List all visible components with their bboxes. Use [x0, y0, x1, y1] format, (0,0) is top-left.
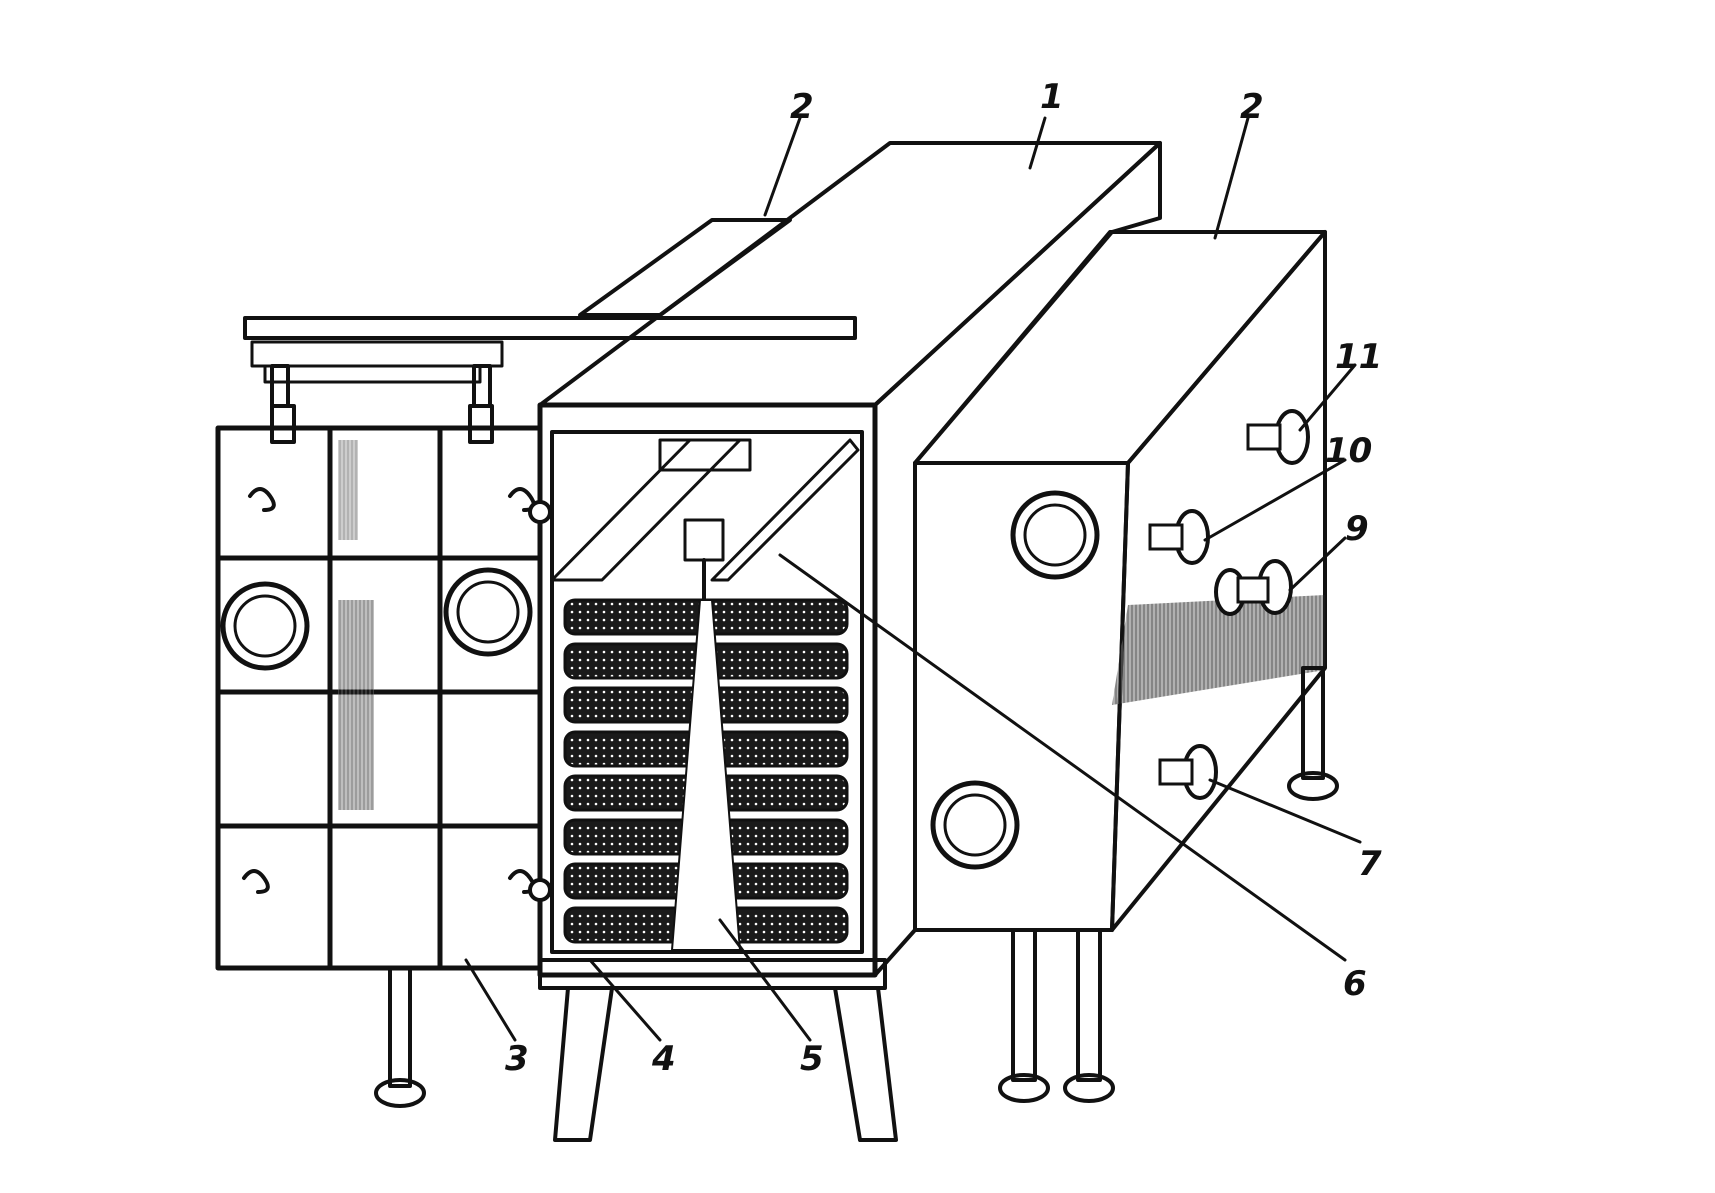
center-chamber	[537, 141, 1162, 1142]
callout-7: 7	[1358, 844, 1382, 884]
right-chamber-legs	[998, 666, 1339, 1103]
center-chamber-legs	[553, 986, 898, 1142]
porthole-upper-icon	[1010, 490, 1100, 580]
callout-2-right: 2	[1240, 87, 1264, 127]
fitting-7-icon	[1158, 744, 1218, 800]
tray-stack	[563, 598, 849, 951]
left-chamber-legs	[374, 966, 426, 1108]
fitting-11-icon	[1246, 409, 1310, 465]
callout-9: 9	[1345, 509, 1369, 549]
callout-11: 11	[1335, 337, 1382, 377]
right-chamber	[913, 230, 1339, 1103]
callout-5: 5	[800, 1039, 824, 1079]
left-chamber	[215, 218, 857, 1108]
callout-10: 10	[1325, 431, 1372, 471]
porthole-lower-icon	[930, 780, 1020, 870]
callout-3: 3	[505, 1039, 529, 1079]
fitting-10-icon	[1148, 509, 1210, 565]
callout-4: 4	[651, 1039, 676, 1079]
callout-1: 1	[1040, 77, 1064, 117]
dial-right-icon	[443, 567, 533, 657]
leader-lines	[464, 116, 1362, 1042]
dial-left-icon	[220, 581, 310, 671]
callout-6: 6	[1343, 964, 1367, 1004]
callout-2-left: 2	[790, 87, 814, 127]
callout-labels: 1 2 2 3 4 5 6 7 9 10 11	[505, 77, 1382, 1079]
